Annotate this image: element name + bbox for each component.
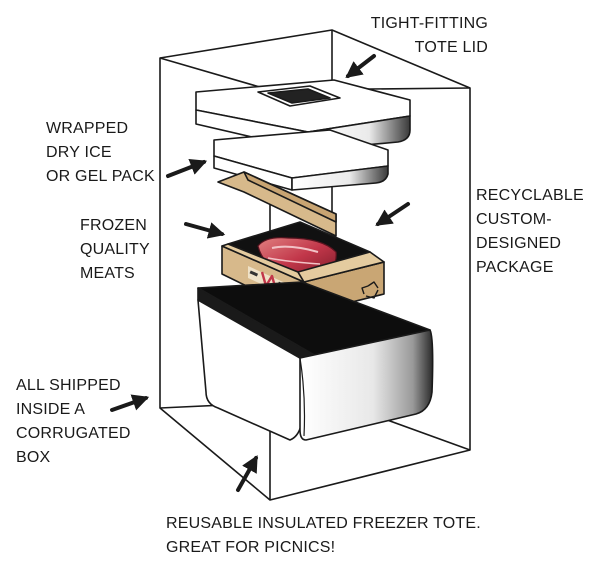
freezer-tote-line-1: REUSABLE INSULATED FREEZER TOTE. [166,515,481,532]
package-line-1: RECYCLABLE [476,187,584,204]
callout-arrows [110,54,410,492]
arrow-tote-lid [345,54,376,79]
package-line-4: PACKAGE [476,259,554,276]
meat-package [217,171,385,315]
arrow-freezer-tote [236,455,258,492]
meats-line-2: QUALITY [80,241,150,258]
freezer-tote [197,281,434,441]
tote-lid-line-1: TIGHT-FITTING [370,15,488,32]
meats-line-1: FROZEN [80,217,147,234]
package-line-3: DESIGNED [476,235,562,252]
package-label: RECYCLABLE CUSTOM- DESIGNED PACKAGE [476,184,584,280]
tote-lid-label: TIGHT-FITTING TOTE LID [371,12,488,60]
recycle-icon [361,281,379,299]
box-line-1: ALL SHIPPED [16,377,121,394]
box-label: ALL SHIPPED INSIDE A CORRUGATED BOX [16,374,131,470]
arrow-box [110,394,150,412]
arrow-package [375,202,410,226]
meats-line-3: MEATS [80,265,135,282]
meats-label: FROZEN QUALITY MEATS [80,214,150,286]
freezer-tote-line-2: GREAT FOR PICNICS! [166,539,336,556]
dry-ice-line-2: DRY ICE [46,144,112,161]
box-line-2: INSIDE A [16,401,86,418]
dry-ice-line-3: OR GEL PACK [46,168,155,185]
arrow-dry-ice [166,159,208,178]
package-line-2: CUSTOM- [476,211,552,228]
tote-lid [195,79,411,151]
dry-ice-pack [213,129,389,191]
freezer-tote-label: REUSABLE INSULATED FREEZER TOTE. GREAT F… [166,512,481,560]
box-line-4: BOX [16,449,51,466]
arrow-meats [184,222,226,239]
tote-lid-line-2: TOTE LID [414,39,488,56]
box-line-3: CORRUGATED [16,425,131,442]
dry-ice-label: WRAPPED DRY ICE OR GEL PACK [46,117,155,189]
dry-ice-line-1: WRAPPED [46,120,129,137]
